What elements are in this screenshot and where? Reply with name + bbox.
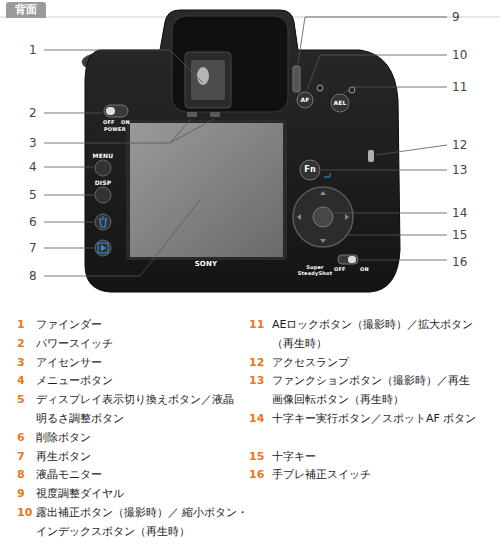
part-description: ファンクションボタン（撮影時）／再生 画像回転ボタン（再生時） <box>272 372 487 410</box>
part-description: メニューボタン <box>36 372 241 391</box>
disp-button <box>95 187 111 203</box>
trash-icon <box>99 217 107 227</box>
printed-marking: Fn <box>300 165 320 175</box>
controller-arrows <box>297 191 349 243</box>
printed-marking: AF <box>293 96 317 103</box>
printed-marking: POWER <box>104 126 126 132</box>
callout-number: 8 <box>29 269 37 283</box>
item-number: 1 <box>17 316 25 335</box>
printed-marking: Super SteadyShot <box>296 264 334 276</box>
printed-marking: OFF <box>103 119 115 125</box>
play-icon <box>101 245 106 251</box>
part-description: パワースイッチ <box>36 335 241 354</box>
callout-number: 14 <box>452 206 467 220</box>
item-number: 12 <box>249 354 264 373</box>
item-number: 7 <box>17 448 25 467</box>
callout-number: 15 <box>452 228 467 242</box>
camera-body <box>85 10 400 292</box>
callout-number: 6 <box>29 215 37 229</box>
viewfinder <box>185 52 231 108</box>
callout-number: 9 <box>452 10 460 24</box>
part-description: 手ブレ補正スイッチ <box>272 466 487 485</box>
printed-marking: AEL <box>328 99 352 106</box>
eye-sensor <box>210 112 220 117</box>
viewfinder-glass <box>191 60 225 100</box>
printed-marking: ON <box>121 119 130 125</box>
item-number: 10 <box>17 504 32 523</box>
item-number: 9 <box>17 485 25 504</box>
item-number: 5 <box>17 391 25 410</box>
rotate-icon <box>324 173 330 177</box>
eyecup <box>172 16 288 112</box>
power-switch <box>104 105 128 117</box>
diopter-dial <box>293 66 300 92</box>
part-description: 液晶モニター <box>36 466 241 485</box>
printed-marking: DISP <box>88 179 118 186</box>
part-description: アイセンサー <box>36 354 241 373</box>
part-description: 再生ボタン <box>36 448 241 467</box>
item-number: 14 <box>249 410 264 429</box>
steadyshot-switch <box>338 255 358 264</box>
eye-sensor <box>187 112 197 117</box>
part-description: 削除ボタン <box>36 429 241 448</box>
item-number: 11 <box>249 316 264 335</box>
callout-number: 12 <box>452 138 467 152</box>
item-number: 2 <box>17 335 25 354</box>
part-description: 十字キー実行ボタン／スポットAF ボタン <box>272 410 487 429</box>
printed-marking: OFF <box>334 266 346 272</box>
callout-number: 5 <box>29 188 37 202</box>
lcd-frame <box>126 120 287 260</box>
leader-lines <box>44 17 447 276</box>
callout-number: 7 <box>29 241 37 255</box>
part-description: 十字キー <box>272 448 487 467</box>
printed-marking: SONY <box>176 260 236 268</box>
access-lamp <box>368 150 374 162</box>
glass-highlight <box>197 67 209 85</box>
delete-button <box>95 214 111 230</box>
controller-ring <box>293 187 353 247</box>
part-description: 露出補正ボタン（撮影時）／ 縮小ボタン・インデックスボタン（再生時） <box>36 504 266 542</box>
printed-marking: MENU <box>88 152 118 159</box>
switch-lever <box>106 107 115 115</box>
part-description: ディスプレイ表示切り換えボタン／液晶 明るさ調整ボタン <box>36 391 241 429</box>
callout-number: 4 <box>29 160 37 174</box>
part-description: 視度調整ダイヤル <box>36 485 241 504</box>
callout-number: 3 <box>29 136 37 150</box>
part-description: AEロックボタン（撮影時）／拡大ボタン （再生時） <box>272 316 487 354</box>
callout-number: 16 <box>452 255 467 269</box>
part-description: ファインダー <box>36 316 241 335</box>
menu-button <box>95 160 111 176</box>
controller-center <box>313 207 333 227</box>
item-number: 3 <box>17 354 25 373</box>
callout-number: 10 <box>452 48 467 62</box>
tab-title: 背面 <box>15 3 37 17</box>
callout-number: 13 <box>452 163 467 177</box>
item-number: 8 <box>17 466 25 485</box>
zoom-icon <box>349 87 355 93</box>
item-number: 13 <box>249 372 264 391</box>
item-number: 15 <box>249 448 264 467</box>
callout-number: 1 <box>29 43 37 57</box>
switch-lever <box>348 256 356 263</box>
play-button <box>95 240 111 256</box>
item-number: 6 <box>17 429 25 448</box>
callout-number: 11 <box>452 80 467 94</box>
callout-number: 2 <box>29 106 37 120</box>
part-description: アクセスランプ <box>272 354 487 373</box>
item-number: 4 <box>17 372 25 391</box>
zoom-icon <box>317 85 323 91</box>
printed-marking: ON <box>360 266 369 272</box>
fn-button <box>300 160 320 180</box>
play-icon-frame <box>98 243 108 253</box>
section-tab: 背面 <box>6 2 46 18</box>
item-number: 16 <box>249 466 264 485</box>
